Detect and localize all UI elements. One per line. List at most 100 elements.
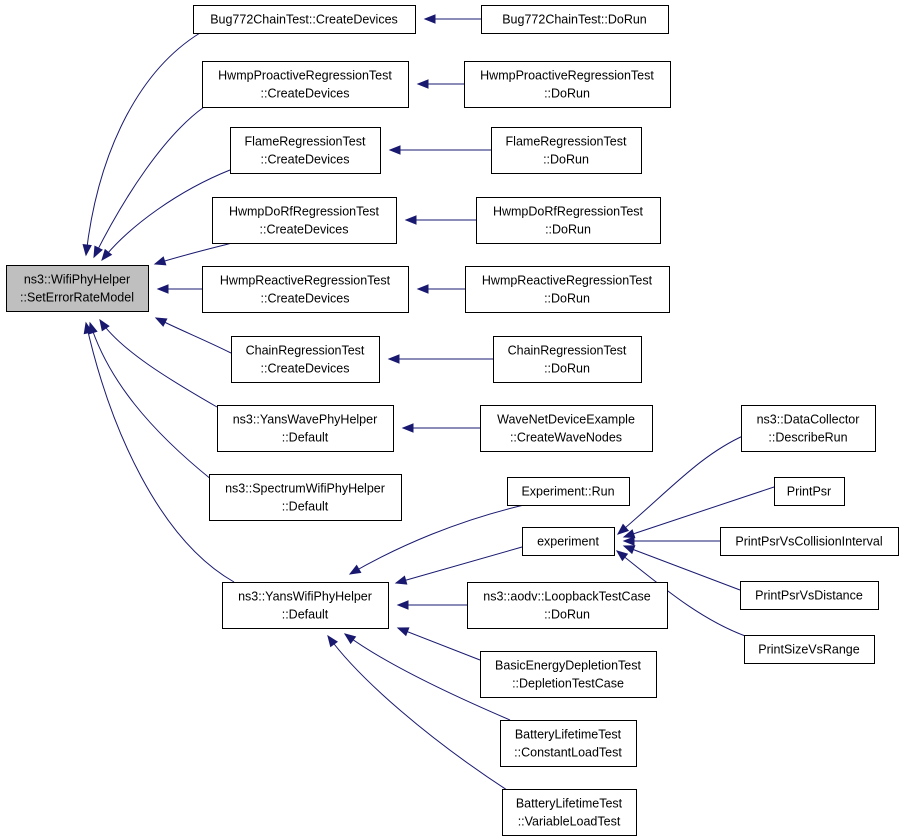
node-label-line: ChainRegressionTest [246,344,365,358]
node-label-line: PrintPsrVsDistance [755,589,863,603]
arrowhead-exp_run-to-yanswifi [348,564,362,575]
node-box [202,61,409,108]
node-label-line: HwmpReactiveRegressionTest [482,274,653,288]
node-box [741,405,876,452]
arrowhead-yanswifi-to-root [83,321,93,335]
node-hreact_run[interactable]: HwmpReactiveRegressionTest::DoRun [465,266,670,313]
edge-yanswave-to-root [99,319,218,408]
edge-yanswifi-to-root [85,322,235,583]
node-yanswave[interactable]: ns3::YansWavePhyHelper::Default [217,405,394,452]
node-flame_run[interactable]: FlameRegressionTest::DoRun [491,127,642,174]
arrowhead-hdorf_cd-to-root [153,256,167,266]
node-batt_const[interactable]: BatteryLifetimeTest::ConstantLoadTest [500,720,637,767]
node-label-line: ns3::aodv::LoopbackTestCase [483,590,651,604]
node-label-line: WaveNetDeviceExample [497,413,635,427]
node-label-line: ::VariableLoadTest [518,815,621,829]
arrowhead-flame_run-to-flame_cd [388,145,401,155]
arrowhead-hproact_run-to-hproact_cd [416,79,429,89]
node-label-line: HwmpDoRfRegressionTest [493,205,644,219]
node-label-line: Bug772ChainTest::DoRun [502,13,647,27]
edge-hproact_cd-to-root [93,106,205,258]
node-batt_var[interactable]: BatteryLifetimeTest::VariableLoadTest [502,789,637,836]
node-wavenet[interactable]: WaveNetDeviceExample::CreateWaveNodes [480,405,653,452]
node-printpsr_dist[interactable]: PrintPsrVsDistance [740,581,879,610]
arrowhead-aodv-to-yanswifi [396,600,409,610]
node-bug772_cd[interactable]: Bug772ChainTest::CreateDevices [193,5,416,34]
arrowheads-layer [82,14,636,648]
node-experiment[interactable]: experiment [522,527,615,556]
node-datacollector[interactable]: ns3::DataCollector::DescribeRun [741,405,876,452]
arrowhead-experiment-to-yanswifi [394,575,408,585]
arrowhead-hreact_cd-to-root [156,284,169,294]
node-hdorf_run[interactable]: HwmpDoRfRegressionTest::DoRun [476,197,661,244]
node-label-line: ns3::SpectrumWifiPhyHelper [225,482,385,496]
node-chain_cd[interactable]: ChainRegressionTest::CreateDevices [231,336,380,383]
node-box [481,5,669,34]
node-hproact_cd[interactable]: HwmpProactiveRegressionTest::CreateDevic… [202,61,409,108]
node-box [493,336,642,383]
node-box [720,527,899,556]
arrowhead-printpsr_ci-to-experiment [622,536,635,546]
arrowhead-flame_cd-to-root [101,248,113,262]
arrowhead-basicenergy-to-yanswifi [396,627,410,637]
node-box [480,651,657,698]
node-label-line: HwmpReactiveRegressionTest [220,274,391,288]
node-label-line: ::DoRun [544,292,590,306]
node-label-line: FlameRegressionTest [506,135,627,149]
node-exp_run[interactable]: Experiment::Run [507,477,630,506]
node-hreact_cd[interactable]: HwmpReactiveRegressionTest::CreateDevice… [202,266,409,313]
node-yanswifi[interactable]: ns3::YansWifiPhyHelper::Default [222,582,389,629]
node-label-line: ::DoRun [544,362,590,376]
node-label-line: experiment [537,535,599,549]
node-box [209,474,402,521]
node-label-line: ::Default [282,431,329,445]
edge-printpsr-to-experiment [623,486,775,538]
node-printpsr[interactable]: PrintPsr [774,477,845,506]
edge-bug772_cd-to-root [85,32,201,256]
node-box [230,127,381,174]
node-printpsr_ci[interactable]: PrintPsrVsCollisionInterval [720,527,899,556]
node-label-line: ::ConstantLoadTest [514,746,622,760]
node-label-line: ns3::YansWifiPhyHelper [238,590,372,604]
node-label-line: PrintPsrVsCollisionInterval [735,535,882,549]
node-label-line: ::CreateDevices [261,87,350,101]
node-chain_run[interactable]: ChainRegressionTest::DoRun [493,336,642,383]
edge-batt_const-to-yanswifi [344,633,511,721]
node-label-line: ::DescribeRun [768,431,847,445]
node-box [465,266,670,313]
node-label-line: ns3::WifiPhyHelper [24,273,130,287]
node-bug772_run[interactable]: Bug772ChainTest::DoRun [481,5,669,34]
node-printsize[interactable]: PrintSizeVsRange [744,635,875,664]
node-label-line: ::CreateDevices [261,292,350,306]
node-aodv[interactable]: ns3::aodv::LoopbackTestCase::DoRun [467,582,668,629]
node-spectrum[interactable]: ns3::SpectrumWifiPhyHelper::Default [209,474,402,521]
node-label-line: ::DoRun [545,223,591,237]
node-label-line: PrintSizeVsRange [758,643,859,657]
node-box [480,405,653,452]
node-label-line: BatteryLifetimeTest [515,728,622,742]
arrowhead-printsize-to-experiment [615,550,629,562]
node-root[interactable]: ns3::WifiPhyHelper::SetErrorRateModel [6,265,149,312]
node-label-line: HwmpProactiveRegressionTest [480,69,654,83]
arrowhead-yanswave-to-root [99,318,110,332]
node-box [193,5,416,34]
node-flame_cd[interactable]: FlameRegressionTest::CreateDevices [230,127,381,174]
node-basicenergy[interactable]: BasicEnergyDepletionTest::DepletionTestC… [480,651,657,698]
arrowhead-printpsr-to-experiment [622,529,636,539]
node-label-line: ::CreateDevices [261,153,350,167]
node-hdorf_cd[interactable]: HwmpDoRfRegressionTest::CreateDevices [212,197,397,244]
edge-exp_run-to-yanswifi [349,504,525,575]
edge-batt_var-to-yanswifi [327,635,511,793]
node-label-line: ::CreateDevices [261,362,350,376]
node-box [500,720,637,767]
node-label-line: FlameRegressionTest [245,135,366,149]
nodes-layer: ns3::WifiPhyHelper::SetErrorRateModel Bug… [6,5,899,836]
node-label-line: ns3::DataCollector [757,413,860,427]
node-label-line: ::DoRun [544,87,590,101]
node-hproact_run[interactable]: HwmpProactiveRegressionTest::DoRun [464,61,671,108]
node-box [507,477,630,506]
node-label-line: PrintPsr [787,485,831,499]
edge-printsize-to-experiment [616,550,749,638]
node-box [502,789,637,836]
arrowhead-hreact_run-to-hreact_cd [416,284,429,294]
